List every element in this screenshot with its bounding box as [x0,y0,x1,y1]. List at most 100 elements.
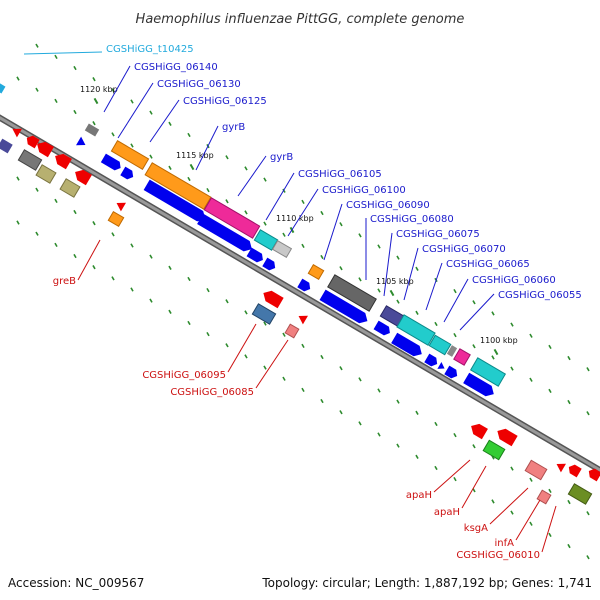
cds-arrow-forward[interactable] [262,257,277,273]
tick-label: 1110 kbp [276,214,314,223]
feature-grey-small[interactable] [84,123,100,137]
scale-dot [35,43,39,48]
feature-orange-greb[interactable] [107,210,125,228]
cds-arrow-forward[interactable] [463,372,497,400]
scale-dot [377,288,381,293]
gene-label[interactable]: CGSHiGG_06010 [456,550,540,561]
feature-cyan-06075[interactable] [396,314,436,346]
feature-cgshigg-t10425[interactable] [0,82,6,94]
gene-label[interactable]: ksgA [464,523,488,534]
cds-arrow-reverse[interactable] [566,463,582,478]
cds-arrow-forward[interactable] [424,353,439,369]
feature-steelblue-06095[interactable] [251,303,277,325]
scale-dot [491,355,495,360]
feature-pink-ksga[interactable] [524,459,548,481]
cds-arrow-reverse[interactable] [72,167,92,186]
scale-dot [92,77,96,82]
gene-label[interactable]: CGSHiGG_06100 [322,185,406,196]
scale-dot [339,410,343,415]
cds-arrow-reverse[interactable] [10,125,22,138]
cds-arrow-reverse[interactable] [260,288,284,309]
map-title: Haemophilus influenzae PittGG, complete … [136,12,465,27]
cds-arrow-forward[interactable] [373,320,393,338]
cds-arrow-reverse[interactable] [468,421,488,440]
scale-dot [206,187,210,193]
cds-arrow-forward[interactable] [143,179,209,225]
feature-pink-infa[interactable] [536,489,552,505]
upper-gene-labels: CGSHiGG_t10425CGSHiGG_06140CGSHiGG_06130… [23,44,582,331]
gene-label[interactable]: CGSHiGG_06125 [183,96,267,107]
feature-silver-06100[interactable] [271,239,293,259]
cds-arrow-forward[interactable] [246,247,266,265]
feature-cyan-06055[interactable] [469,357,507,387]
gene-label[interactable]: CGSHiGG_06140 [134,62,218,73]
gene-label[interactable]: apaH [434,507,460,518]
scale-dot [453,476,457,482]
cds-arrow-forward[interactable] [120,166,135,182]
cds-arrow-reverse[interactable] [296,312,308,325]
feature-magenta-06060[interactable] [453,348,471,366]
scale-dot [54,242,58,248]
feature-orange-06140[interactable] [110,140,150,170]
scale-dot [130,243,134,248]
cds-arrow-forward[interactable] [437,362,446,372]
scale-dot [168,309,172,314]
scale-dot [35,87,39,92]
gene-label[interactable]: CGSHiGG_06090 [346,200,430,211]
cds-arrow-reverse[interactable] [494,426,518,447]
feature-gyrb-magenta[interactable] [203,197,261,239]
gene-label[interactable]: CGSHiGG_06055 [498,290,582,301]
scale-dot [396,255,400,260]
cds-arrow-forward[interactable] [100,153,123,173]
gene-label[interactable]: CGSHiGG_06095 [142,370,226,381]
cds-arrow-forward[interactable] [76,136,88,150]
feature-olive-06010[interactable] [567,483,593,505]
gene-label[interactable]: infA [495,538,515,549]
feature-green-apah[interactable] [482,439,506,461]
cds-arrow-forward[interactable] [319,289,371,327]
feature-grey-06065[interactable] [446,345,458,357]
feature-orange-small[interactable] [307,263,325,281]
gene-label[interactable]: CGSHiGG_06065 [446,259,530,270]
cds-arrow-forward[interactable] [297,278,312,294]
gene-label[interactable]: gyrB [270,152,293,163]
feature-olive-left[interactable] [35,164,57,184]
cds-arrow-reverse[interactable] [24,134,40,149]
gene-label[interactable]: CGSHiGG_06075 [396,229,480,240]
gene-label[interactable]: greB [53,276,76,287]
feature-pink-06085[interactable] [284,323,300,339]
cds-arrow-reverse[interactable] [34,139,54,158]
feature-gyrb-orange[interactable] [144,162,212,210]
scale-dot [263,321,267,326]
gene-label[interactable]: CGSHiGG_06060 [472,275,556,286]
cds-arrow-reverse[interactable] [52,151,72,170]
gene-label[interactable]: CGSHiGG_06105 [298,169,382,180]
cds-arrow-reverse[interactable] [554,460,566,473]
label-leader-line [265,172,295,221]
scale-dot [16,76,20,81]
gene-label[interactable]: CGSHiGG_t10425 [106,44,194,55]
scale-dot [529,521,533,526]
gene-label[interactable]: CGSHiGG_06070 [422,244,506,255]
gene-label[interactable]: CGSHiGG_06080 [370,214,454,225]
scale-dot [453,288,457,294]
cds-arrow-forward[interactable] [197,213,255,255]
scale-dot [92,265,96,270]
feature-olive-left-2[interactable] [59,178,81,198]
scale-dot [396,299,400,304]
cds-arrow-forward[interactable] [444,365,459,381]
gene-label[interactable]: CGSHiGG_06130 [157,79,241,90]
scale-dot [358,377,362,382]
scale-dot [168,121,172,126]
feature-cyan-06070[interactable] [428,334,452,356]
gene-label[interactable]: gyrB [222,122,245,133]
gene-label[interactable]: CGSHiGG_06085 [170,387,254,398]
feature-darkgrey-06090[interactable] [327,274,377,312]
feature-grey-left[interactable] [17,149,43,171]
gene-label[interactable]: apaH [406,490,432,501]
cds-arrow-forward[interactable] [391,332,425,360]
cds-arrow-reverse[interactable] [586,467,600,482]
feature-slate-left[interactable] [0,138,13,154]
cds-arrow-reverse[interactable] [114,199,126,212]
